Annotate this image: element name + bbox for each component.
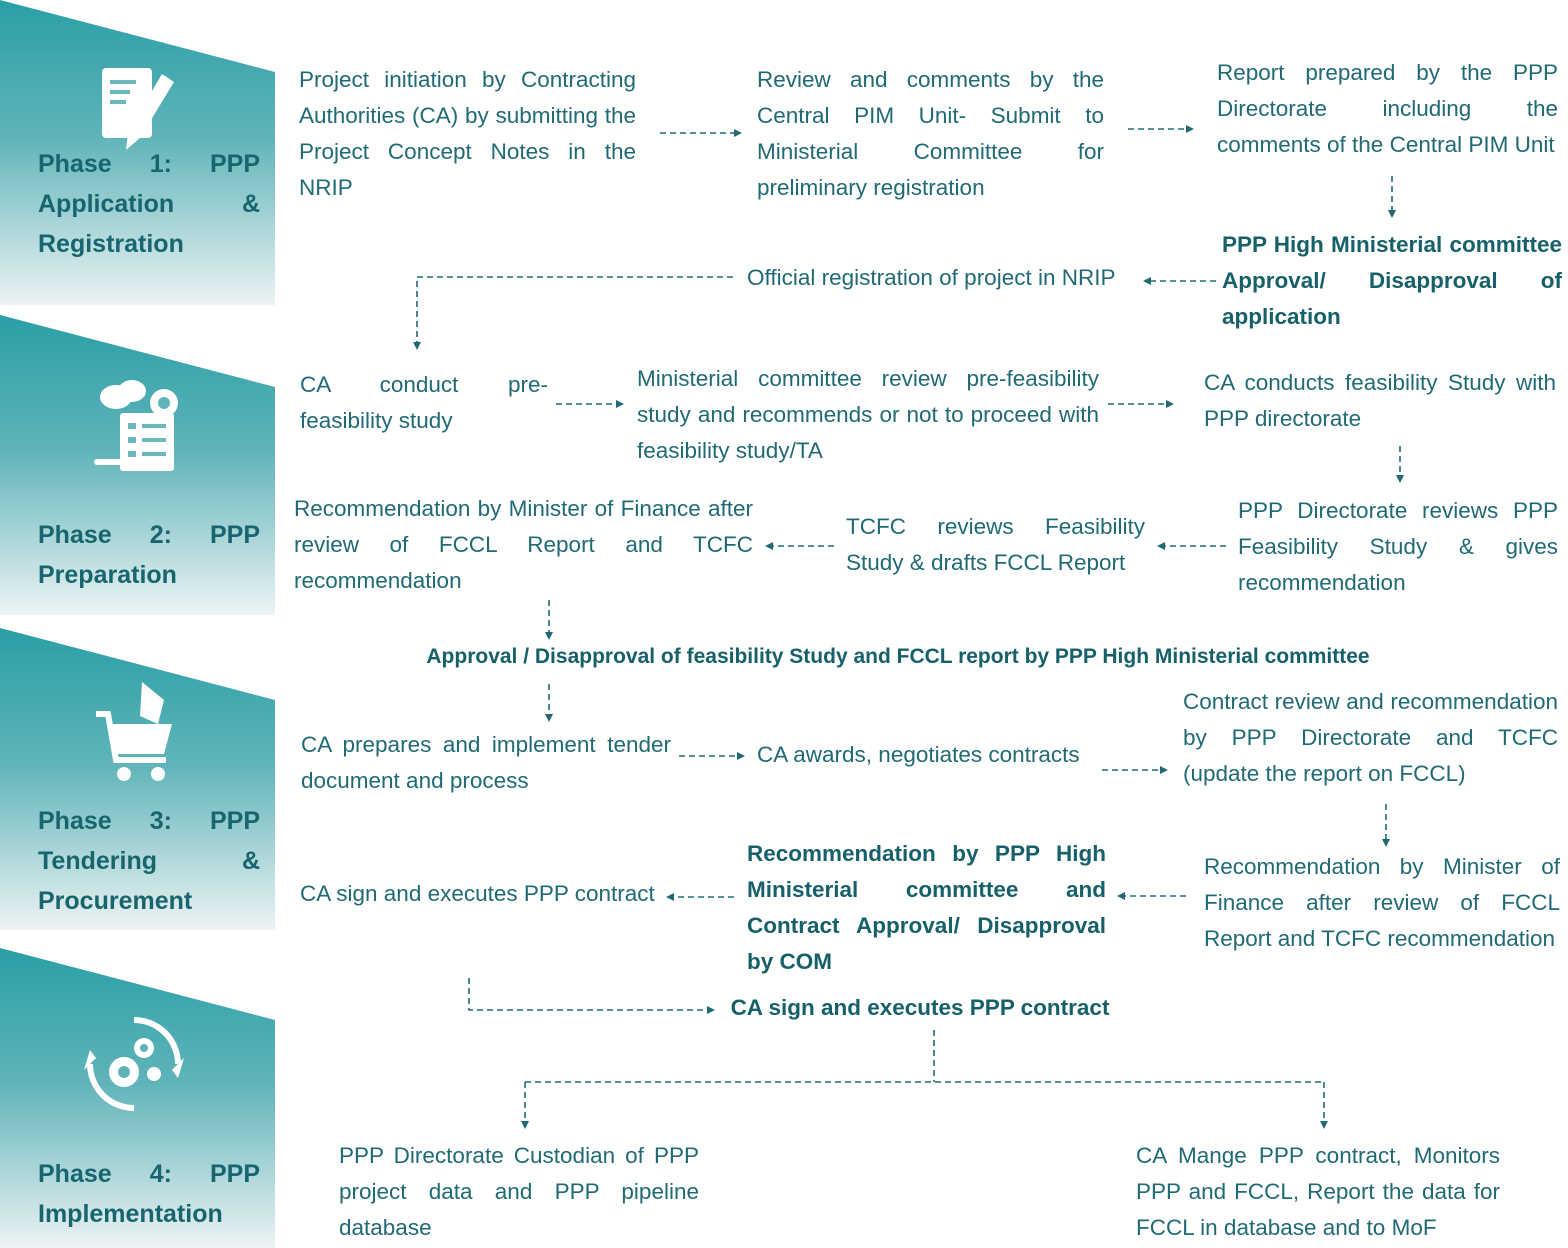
step-high-committee-approval: PPP High Ministerial committee Approval/… — [1222, 232, 1562, 329]
phase-4-label: Phase 4: PPP Implementation — [38, 1160, 260, 1228]
arrow-s7-s8 — [1108, 400, 1174, 408]
arrow-s6-s7 — [556, 400, 624, 408]
step-directorate-custodian: PPP Directorate Custodian of PPP project… — [339, 1143, 699, 1240]
step-minister-recommendation-1: Recommendation by Minister of Finance af… — [294, 496, 753, 593]
arrow-s9-s10 — [1157, 542, 1226, 550]
gears-cycle-icon — [82, 1012, 186, 1121]
step-ca-manage-contract: CA Mange PPP contract, Monitors PPP and … — [1136, 1143, 1500, 1240]
step-feasibility-study: CA conducts feasibility Study with PPP d… — [1204, 370, 1556, 431]
step-committee-prefeasibility-review: Ministerial committee review pre-feasibi… — [637, 366, 1099, 463]
arrow-s8-s9 — [1396, 446, 1404, 483]
arrow-s14-s15 — [1102, 766, 1168, 774]
phase-1-background — [0, 0, 275, 305]
arrow-s19-split — [525, 1030, 1324, 1083]
step-directorate-feasibility-review: PPP Directorate reviews PPP Feasibility … — [1238, 498, 1558, 595]
step-sign-contract-final: CA sign and executes PPP contract — [730, 995, 1110, 1020]
phase-1-panel: Phase 1: PPP Application & Registration — [0, 0, 275, 305]
step-feasibility-approval: Approval / Disapproval of feasibility St… — [426, 645, 1370, 668]
arrow-s13-s14 — [679, 752, 745, 760]
arrow-s18-s19 — [468, 978, 715, 1014]
step-tcfc-review: TCFC reviews Feasibility Study & drafts … — [846, 514, 1145, 575]
phase-3-background — [0, 628, 275, 930]
phase-2-label: Phase 2: PPP Preparation — [38, 521, 260, 589]
arrow-s17-s18 — [666, 893, 734, 901]
step-sign-contract: CA sign and executes PPP contract — [300, 881, 655, 906]
arrow-s12-s13 — [545, 684, 553, 722]
step-com-approval: Recommendation by PPP High Ministerial c… — [747, 841, 1106, 974]
arrow-s4-s5 — [1143, 277, 1216, 285]
step-tender-preparation: CA prepares and implement tender documen… — [301, 732, 671, 793]
phase-4-background — [0, 948, 275, 1248]
arrow-s11-s12 — [545, 600, 553, 640]
arrow-to-s21 — [1320, 1082, 1328, 1129]
arrow-s3-s4 — [1388, 176, 1396, 218]
step-prefeasibility: CA conduct pre- feasibility study — [300, 372, 548, 433]
phase-1-label: Phase 1: PPP Application & Registration — [38, 150, 260, 258]
arrow-s16-s17 — [1117, 892, 1186, 900]
phase-2-panel: Phase 2: PPP Preparation — [0, 315, 275, 615]
arrow-s2-s3 — [1128, 125, 1194, 133]
arrow-s5-s6 — [413, 276, 733, 350]
document-pen-icon — [100, 66, 180, 166]
phase-3-label: Phase 3: PPP Tendering & Procurement — [38, 807, 260, 915]
step-project-initiation: Project initiation by Contracting Author… — [299, 67, 636, 200]
checklist-gear-icon — [94, 379, 186, 479]
step-award-contracts: CA awards, negotiates contracts — [757, 742, 1080, 767]
phase-3-panel: Phase 3: PPP Tendering & Procurement — [0, 628, 275, 930]
arrow-s10-s11 — [765, 542, 834, 550]
shopping-cart-icon — [92, 680, 178, 789]
phase-4-panel: Phase 4: PPP Implementation — [0, 948, 275, 1248]
arrow-s15-s16 — [1382, 804, 1390, 847]
arrow-s1-s2 — [660, 129, 742, 137]
step-ppp-directorate-report: Report prepared by the PPP Directorate i… — [1217, 60, 1558, 157]
step-official-registration: Official registration of project in NRIP — [747, 265, 1116, 290]
arrow-to-s20 — [521, 1082, 529, 1129]
step-minister-recommendation-2: Recommendation by Minister of Finance af… — [1204, 854, 1560, 951]
step-central-pim-review: Review and comments by the Central PIM U… — [757, 67, 1104, 200]
step-contract-review: Contract review and recommendation by PP… — [1183, 689, 1558, 786]
